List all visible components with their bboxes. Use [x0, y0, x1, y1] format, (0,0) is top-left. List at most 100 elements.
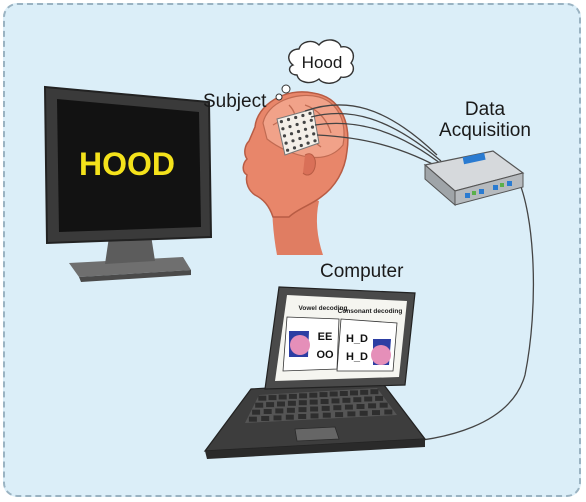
- figure-frame: HOOD Hood: [3, 3, 581, 497]
- keyboard-key: [360, 389, 369, 395]
- electrode: [295, 122, 299, 127]
- electrode: [282, 134, 287, 138]
- keyboard-key: [310, 406, 319, 412]
- subject-label: Subject: [203, 91, 267, 112]
- data-acquisition-device: [423, 150, 525, 207]
- bubble-word: Hood: [302, 53, 343, 72]
- keyboard-key: [310, 413, 319, 419]
- laptop-touchpad: [294, 426, 340, 442]
- keyboard-key: [364, 396, 373, 402]
- electrode: [313, 139, 317, 143]
- keyboard-key: [319, 392, 328, 398]
- keyboard-key: [309, 392, 318, 398]
- keyboard-key: [322, 412, 331, 418]
- electrode: [281, 127, 285, 131]
- vowel-line-1: EE: [318, 331, 333, 343]
- keyboard-key: [331, 398, 340, 404]
- keyboard-key: [268, 395, 277, 401]
- keyboard-key: [356, 404, 365, 409]
- keyboard-key: [286, 407, 295, 413]
- monitor-neck: [105, 235, 155, 264]
- electrode: [288, 125, 292, 129]
- electrode: [291, 139, 295, 143]
- diagram-canvas: HOOD Hood: [43, 39, 535, 459]
- daq-to-laptop-cable: [386, 176, 535, 444]
- electrode: [286, 117, 291, 122]
- electrode: [310, 125, 315, 129]
- daq-indicator: [462, 152, 486, 165]
- keyboard-key: [285, 414, 294, 420]
- electrode: [303, 127, 308, 131]
- keyboard-key: [379, 402, 388, 408]
- keyboard-key: [266, 402, 275, 408]
- electrode: [312, 132, 316, 136]
- monitor-word: HOOD: [79, 146, 175, 182]
- keyboard-key: [370, 389, 379, 395]
- consonant-panel-title: Consonant decoding: [338, 308, 403, 315]
- data-acquisition-label-line-1: Data: [464, 99, 506, 120]
- keyboard-key: [298, 400, 307, 406]
- keyboard-key: [255, 402, 264, 408]
- keyboard-key: [329, 391, 338, 397]
- keyboard-key: [277, 401, 285, 407]
- ear: [302, 153, 316, 176]
- consonant-line-2: H_D: [346, 351, 368, 363]
- keyboard-key: [261, 416, 270, 421]
- keyboard-key: [350, 390, 358, 396]
- electrode: [294, 115, 298, 120]
- keyboard-key: [359, 410, 368, 416]
- keyboard-key: [320, 399, 329, 404]
- keyboard-key: [353, 397, 362, 403]
- electrode: [284, 141, 288, 145]
- monitor-screen: [57, 99, 201, 232]
- data-acquisition-label-line-2: Acquisition: [439, 120, 531, 141]
- electrode: [301, 113, 305, 118]
- keyboard-key: [299, 393, 308, 399]
- vowel-decoding-plot: [290, 335, 310, 355]
- laptop: Vowel decoding Consonant decoding EE OO …: [203, 286, 427, 459]
- bubble-cloud: [288, 39, 355, 84]
- keyboard-key: [335, 412, 344, 418]
- computer-label: Computer: [320, 261, 404, 282]
- keyboard-key: [287, 400, 296, 406]
- keyboard-key: [278, 394, 287, 400]
- electrode: [279, 120, 283, 124]
- keyboard-key: [288, 393, 297, 399]
- keyboard-key: [339, 391, 348, 396]
- keyboard-key: [347, 411, 356, 417]
- keyboard-key: [333, 405, 342, 411]
- keyboard-key: [263, 409, 272, 414]
- keyboard-key: [298, 414, 307, 419]
- consonant-decoding-plot: [371, 345, 391, 365]
- keyboard-key: [375, 395, 384, 401]
- keyboard-key: [258, 395, 267, 401]
- electrode: [306, 141, 310, 145]
- electrode: [299, 143, 303, 148]
- data-acquisition-label: Data Acquisition: [429, 99, 541, 141]
- keyboard-key: [368, 403, 377, 409]
- keyboard-key: [275, 408, 284, 414]
- electrode: [292, 146, 297, 150]
- keyboard-key: [309, 399, 318, 405]
- electrode: [305, 134, 309, 138]
- keyboard-key: [298, 407, 307, 413]
- keyboard-key: [344, 404, 353, 410]
- keyboard-key: [321, 405, 330, 411]
- keyboard-key: [342, 397, 351, 403]
- thought-bubble: Hood: [275, 39, 355, 101]
- keyboard-key: [384, 409, 393, 415]
- subject-head: [242, 91, 349, 255]
- cables: [304, 104, 535, 444]
- monitor-base: [69, 257, 191, 277]
- keyboard-key: [372, 410, 380, 416]
- electrode: [289, 132, 294, 136]
- electrode: [309, 118, 313, 122]
- vowel-panel-title: Vowel decoding: [299, 305, 348, 312]
- keyboard-key: [273, 415, 282, 421]
- keyboard-key: [252, 409, 261, 415]
- electrode-grid: [276, 108, 320, 156]
- electrode: [286, 148, 290, 152]
- electrode: [298, 136, 302, 141]
- electrode: [302, 120, 306, 124]
- consonant-line-1: H_D: [346, 333, 368, 345]
